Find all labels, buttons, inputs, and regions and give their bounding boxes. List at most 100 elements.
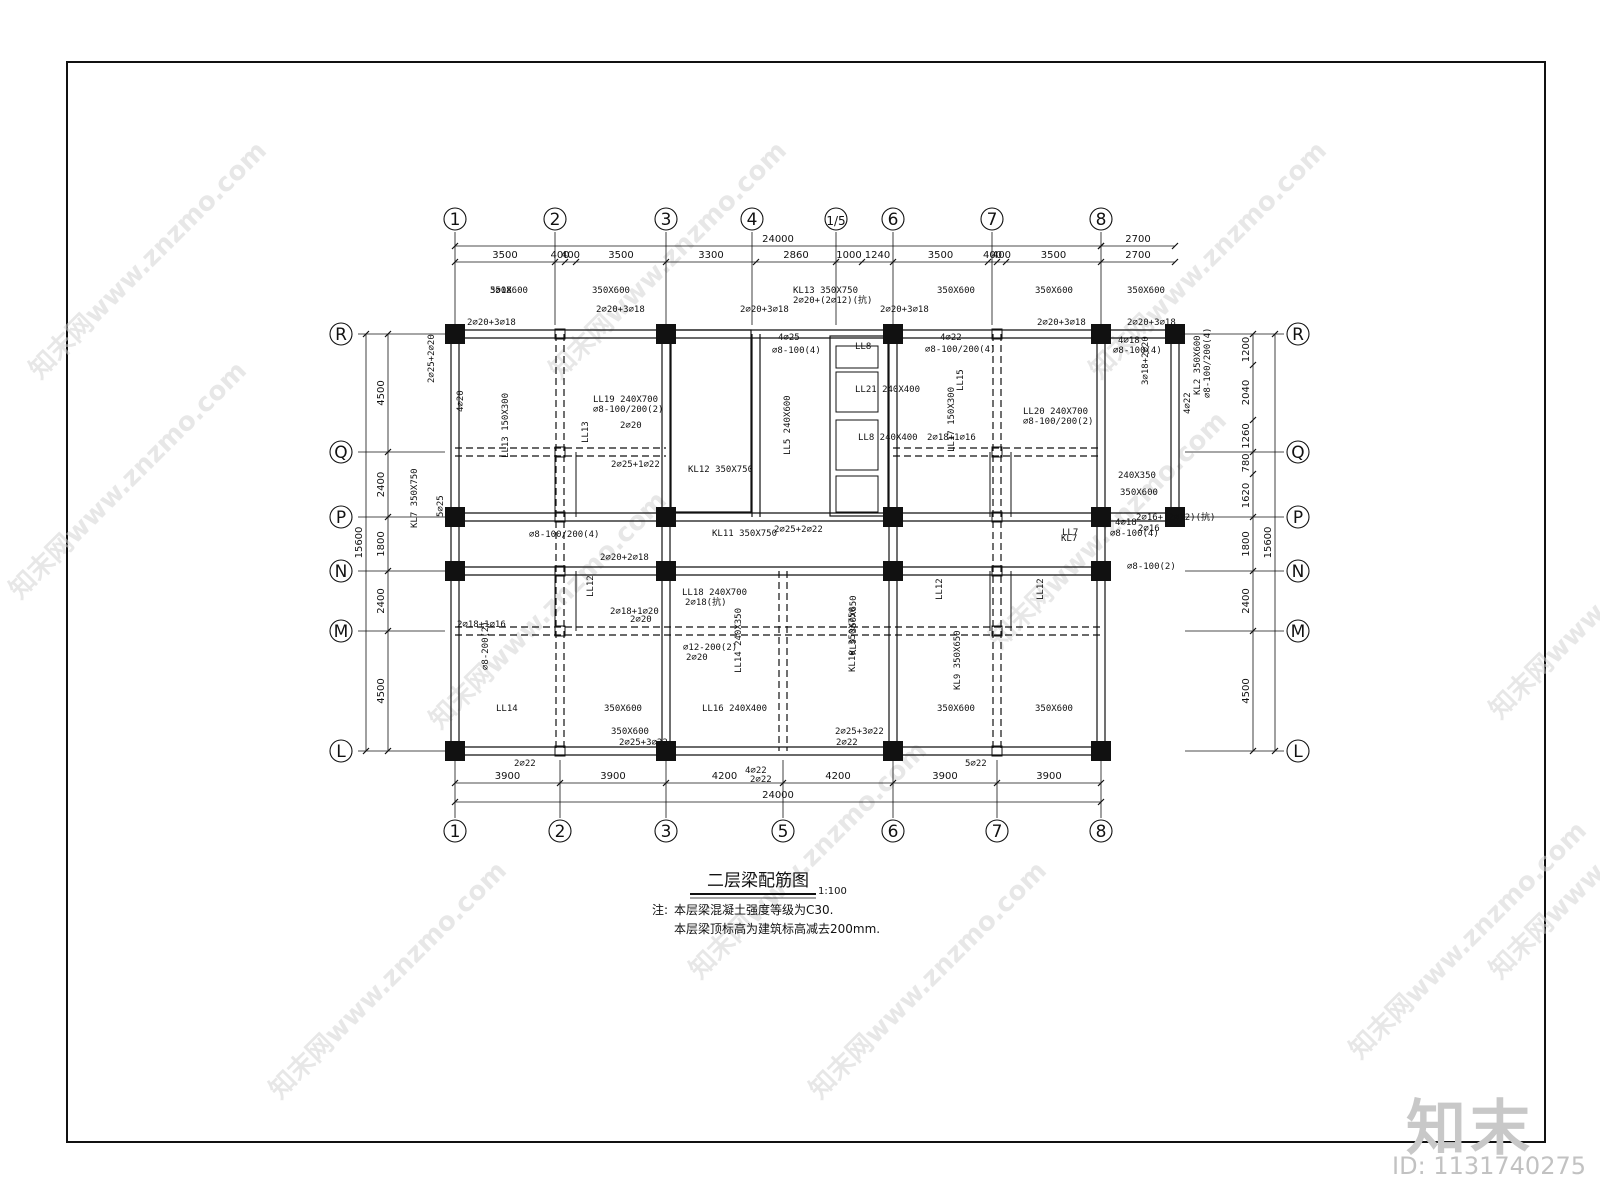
dim-top-row-text: 3500: [608, 250, 633, 261]
dim-left-text: 4500: [376, 678, 387, 703]
dim-right-tick: [1249, 330, 1257, 338]
axis-bubble-top-6-circle: [980, 207, 1004, 231]
dim-bottom-row-text: 4200: [712, 771, 737, 782]
dim-bottom-row-text: 4200: [825, 771, 850, 782]
axis-bubble-bottom-5-circle: [985, 819, 1009, 843]
small-column: [991, 511, 1003, 523]
axis-bubble-bottom-5: 7: [992, 822, 1003, 842]
dim-top-row-tick: [1097, 258, 1105, 266]
column: [1165, 507, 1185, 527]
note-line-2: 本层梁顶标高为建筑标高减去200mm.: [674, 921, 880, 936]
beam-label: 350X600: [1127, 286, 1165, 296]
dim-bottom-row-tick: [993, 779, 1001, 787]
beam-label: ⌀8-100(2): [1127, 562, 1176, 572]
axis-bubble-top-1-circle: [543, 207, 567, 231]
small-column: [554, 745, 566, 757]
dim-top-row-text: 400: [561, 250, 580, 261]
beam-label: 2⌀18(抗): [685, 596, 727, 608]
sheet-border: [66, 61, 1546, 1143]
beam-label: 5⌀22: [965, 759, 987, 769]
dim-bottom-total-tick: [451, 798, 459, 806]
axis-bubble-top-2-circle: [654, 207, 678, 231]
dim-top-row-text: 3300: [698, 250, 723, 261]
drawing-scale: 1:100: [818, 886, 847, 897]
axis-bubble-left-1-circle: [329, 440, 353, 464]
axis-bubble-left-3: N: [335, 562, 348, 582]
dim-right-total-text: 15600: [1263, 527, 1274, 559]
dim-right-tick: [1249, 567, 1257, 575]
dim-bottom-row-tick: [556, 779, 564, 787]
dim-top-row-tick: [832, 258, 840, 266]
column: [445, 561, 465, 581]
dim-left-tick: [384, 448, 392, 456]
beam-label: ⌀8-100/200(2): [1023, 417, 1093, 427]
axis-bubble-left-3-circle: [329, 559, 353, 583]
dim-right-tick: [1249, 747, 1257, 755]
beam-label: 2⌀20+2⌀18: [600, 553, 649, 563]
beam-label: KL9 350X650: [953, 630, 963, 690]
beam-label: KL7 350X750: [410, 468, 420, 528]
column: [445, 324, 465, 344]
beam-label: ⌀8-200(2): [481, 621, 491, 670]
beam-label: 2⌀20+3⌀18: [880, 305, 929, 315]
axis-bubble-top-2: 3: [661, 210, 672, 230]
beam-label: ⌀8-100/200(2): [593, 405, 663, 415]
dim-top-row-tick: [752, 258, 760, 266]
dim-top-row-text: 1000: [836, 250, 861, 261]
image-id: ID: 1131740275: [1392, 1152, 1586, 1180]
axis-bubble-right-0-circle: [1286, 322, 1310, 346]
beam-label: 4⌀22: [745, 766, 767, 776]
dim-bottom-row-tick: [889, 779, 897, 787]
axis-bubble-top-4-circle: [824, 207, 848, 231]
beam-label: 4⌀25: [778, 333, 800, 343]
column: [1165, 324, 1185, 344]
axis-bubble-right-0: R: [1292, 325, 1304, 345]
axis-bubble-bottom-1: 2: [555, 822, 566, 842]
dim-right-total-tick: [1271, 747, 1279, 755]
dim-top-row-text: 400: [983, 250, 1002, 261]
beam-label: LL21 240X400: [855, 385, 920, 395]
elevator-core: [829, 335, 889, 517]
small-column: [554, 511, 566, 523]
beam-label: KL2 350X600: [1193, 335, 1203, 395]
column: [656, 561, 676, 581]
dim-left-text: 2400: [376, 472, 387, 497]
dim-right-tick: [1249, 448, 1257, 456]
beam-label: 2⌀22: [750, 775, 772, 785]
dim-right-tick: [1249, 513, 1257, 521]
axis-bubble-left-0-circle: [329, 322, 353, 346]
watermark-text: 知末网www.znzmo.com: [984, 406, 1233, 655]
dim-bottom-row-tick: [1097, 779, 1105, 787]
dim-left-tick: [384, 747, 392, 755]
dim-top-row-tick: [572, 258, 580, 266]
dim-right-text: 2400: [1241, 588, 1252, 613]
beam-label: 4⌀18: [1118, 336, 1140, 346]
beam-label: 2⌀16+(2⌀12)(抗): [1136, 511, 1215, 523]
beam-label: LL16 240X400: [702, 704, 767, 714]
beam-label: 4⌀22: [940, 333, 962, 343]
beam-label: ⌀8-100(4): [1110, 529, 1159, 539]
beam-label: ⌀8-100(4): [772, 346, 821, 356]
axis-bubble-bottom-3-circle: [771, 819, 795, 843]
column: [445, 741, 465, 761]
axis-bubble-top-4: 1/5: [826, 214, 845, 228]
axis-bubble-bottom-3: 5: [778, 822, 789, 842]
dim-right-tick: [1249, 416, 1257, 424]
brand-watermark: 知末: [1406, 1094, 1534, 1164]
beam-label: 5⌀25: [436, 495, 446, 517]
axis-bubble-right-4: M: [1291, 622, 1306, 642]
dim-top-total-text: 24000: [762, 234, 794, 245]
column: [883, 324, 903, 344]
beam-label: 350X600: [611, 727, 649, 737]
beam-label: 2⌀25+2⌀22: [774, 525, 823, 535]
axis-bubble-left-0: R: [335, 325, 347, 345]
column: [656, 324, 676, 344]
beam-label: 5⌀18: [490, 286, 512, 296]
beam-label: 350X600: [490, 286, 528, 296]
axis-bubble-bottom-0: 1: [450, 822, 461, 842]
dim-bottom-row-text: 3900: [495, 771, 520, 782]
axis-bubble-left-4-circle: [329, 619, 353, 643]
core-cell: [835, 371, 879, 413]
dim-left-tick: [384, 567, 392, 575]
axis-bubble-bottom-4: 6: [888, 822, 899, 842]
